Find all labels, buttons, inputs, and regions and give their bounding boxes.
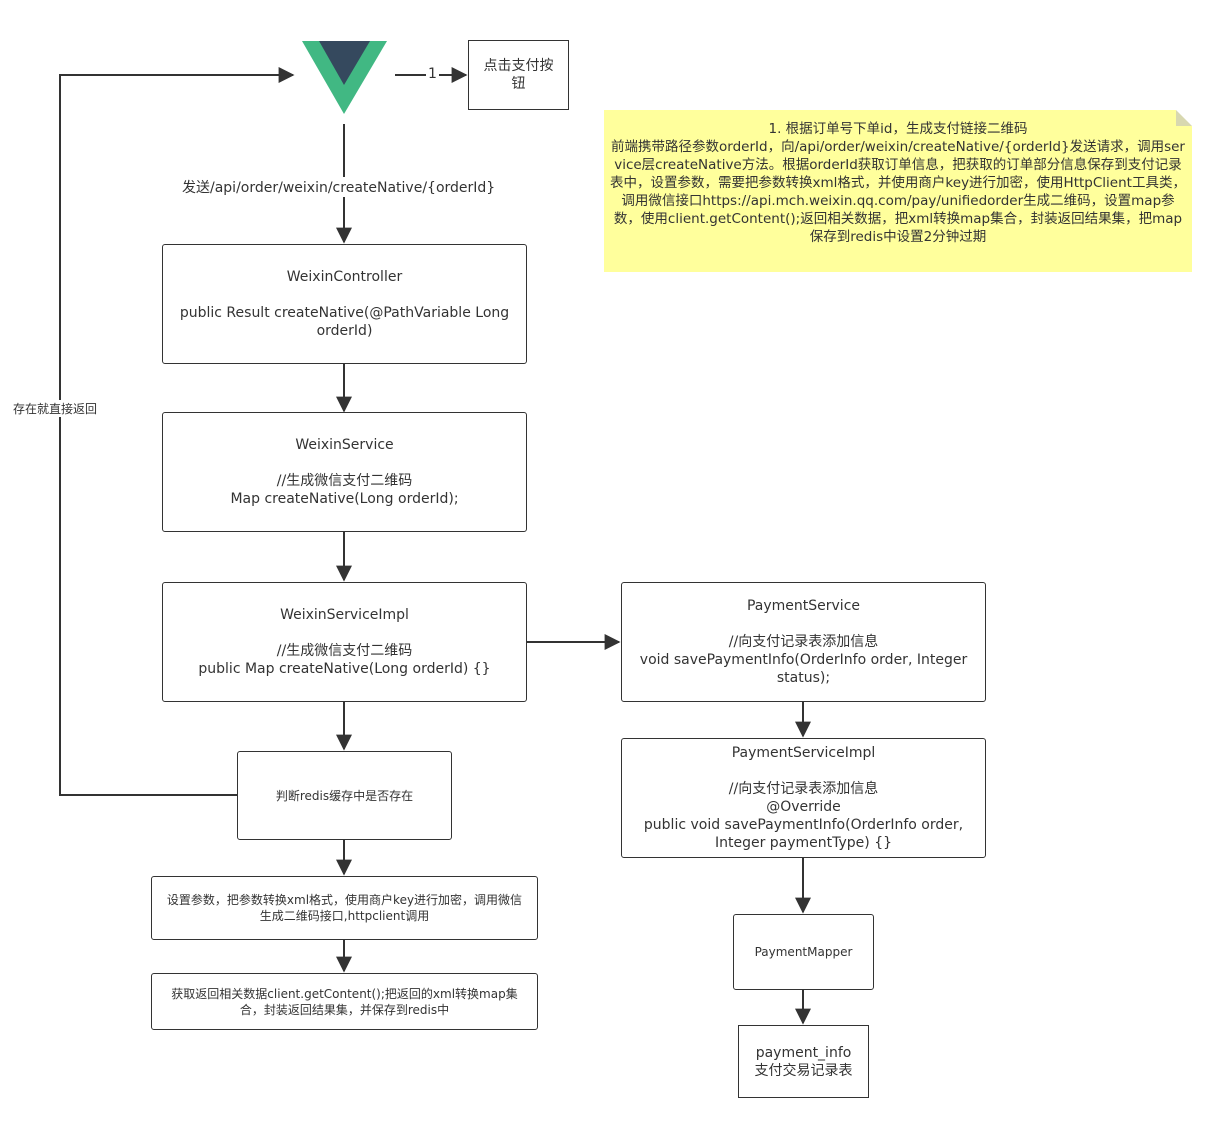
payment-service-title: PaymentService [746, 598, 861, 614]
weixin-service-method: Map createNative(Long orderId); [230, 491, 459, 507]
weixin-service-impl-method: public Map createNative(Long orderId) {} [198, 661, 491, 677]
note-fold-corner [1176, 110, 1192, 126]
note-body: 前端携带路径参数orderId，向/api/order/weixin/creat… [610, 139, 1186, 245]
edge-label-1: 1 [426, 66, 439, 82]
payment-service-impl-title: PaymentServiceImpl [731, 745, 876, 761]
payment-service-impl-node: PaymentServiceImpl //向支付记录表添加信息 @Overrid… [621, 738, 986, 858]
get-content-text: 获取返回相关数据client.getContent();把返回的xml转换map… [171, 986, 518, 1017]
edge-redis-return-loop [59, 67, 295, 796]
set-params-text: 设置参数，把参数转换xml格式，使用商户key进行加密，调用微信生成二维码接口,… [166, 893, 523, 923]
weixin-service-impl-title: WeixinServiceImpl [280, 607, 409, 623]
redis-check-node: 判断redis缓存中是否存在 [237, 751, 452, 840]
weixin-service-impl-comment: //生成微信支付二维码 [276, 643, 413, 659]
weixin-service-impl-node: WeixinServiceImpl //生成微信支付二维码 public Map… [162, 582, 527, 702]
payment-info-table-node: payment_info 支付交易记录表 [738, 1025, 869, 1098]
process-note: 1. 根据订单号下单id，生成支付链接二维码 前端携带路径参数orderId，向… [604, 110, 1192, 272]
vue-logo-icon [302, 41, 387, 114]
payment-service-impl-method: public void savePaymentInfo(OrderInfo or… [643, 817, 964, 851]
click-pay-button-text: 点击支付按钮 [483, 58, 554, 92]
weixin-service-node: WeixinService //生成微信支付二维码 Map createNati… [162, 412, 527, 532]
payment-service-impl-annotation: @Override [766, 799, 841, 815]
return-directly-label: 存在就直接返回 [13, 400, 98, 417]
payment-info-desc: 支付交易记录表 [754, 1062, 853, 1079]
get-content-node: 获取返回相关数据client.getContent();把返回的xml转换map… [151, 973, 538, 1030]
payment-service-comment: //向支付记录表添加信息 [728, 634, 879, 650]
redis-check-text: 判断redis缓存中是否存在 [275, 788, 414, 803]
weixin-controller-method: public Result createNative(@PathVariable… [179, 305, 510, 339]
payment-service-node: PaymentService //向支付记录表添加信息 void savePay… [621, 582, 986, 702]
weixin-controller-title: WeixinController [286, 269, 403, 285]
note-heading: 1. 根据订单号下单id，生成支付链接二维码 [768, 121, 1028, 137]
click-pay-button-node: 点击支付按钮 [468, 40, 569, 110]
set-params-node: 设置参数，把参数转换xml格式，使用商户key进行加密，调用微信生成二维码接口,… [151, 876, 538, 940]
payment-service-method: void savePaymentInfo(OrderInfo order, In… [639, 652, 968, 686]
payment-mapper-text: PaymentMapper [754, 945, 853, 959]
weixin-controller-node: WeixinController public Result createNat… [162, 244, 527, 364]
payment-service-impl-comment: //向支付记录表添加信息 [728, 781, 879, 797]
payment-mapper-node: PaymentMapper [733, 914, 874, 990]
weixin-service-comment: //生成微信支付二维码 [276, 473, 413, 489]
payment-info-name: payment_info [755, 1044, 852, 1061]
weixin-service-title: WeixinService [295, 437, 394, 453]
request-path-label: 发送/api/order/weixin/createNative/{orderI… [182, 177, 496, 197]
